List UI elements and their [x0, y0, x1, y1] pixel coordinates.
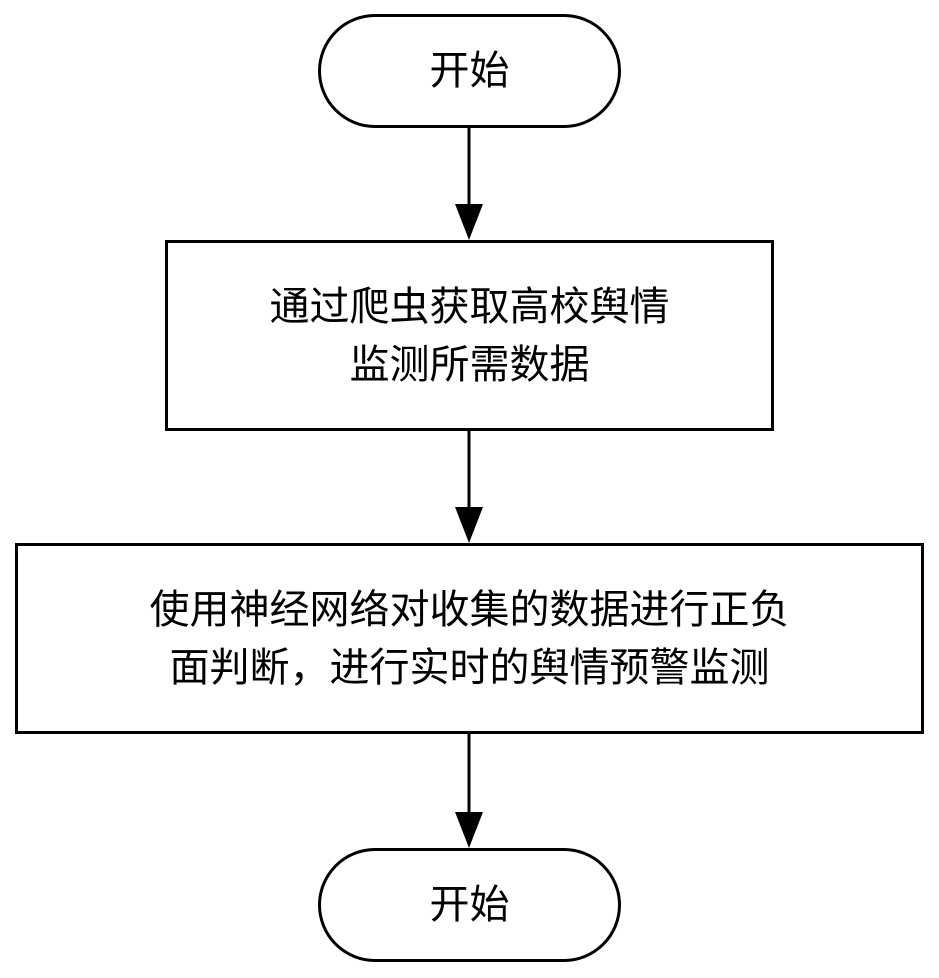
- start-label: 开始: [430, 42, 510, 100]
- arrow-start-to-crawl: [455, 128, 483, 240]
- end-label-line: 开始: [429, 882, 510, 928]
- arrow-analyze-to-end: [455, 734, 483, 848]
- sentiment-analysis-label-line-2: 面判断，进行实时的舆情预警监测: [169, 644, 770, 691]
- end-label: 开始: [430, 876, 510, 934]
- crawl-data-label-line-2: 监测所需数据: [349, 341, 590, 388]
- sentiment-analysis-label: 使用神经网络对收集的数据进行正负 面判断，进行实时的舆情预警监测: [150, 581, 790, 697]
- crawl-data-label-line-1: 通过爬虫获取高校舆情: [269, 283, 670, 330]
- start-label-line: 开始: [429, 48, 510, 94]
- arrow-crawl-to-analyze: [455, 431, 483, 543]
- end-terminal: 开始: [318, 848, 621, 962]
- sentiment-analysis-label-line-1: 使用神经网络对收集的数据进行正负: [149, 586, 790, 633]
- crawl-data-label: 通过爬虫获取高校舆情 监测所需数据: [270, 278, 670, 394]
- crawl-data-process-box: 通过爬虫获取高校舆情 监测所需数据: [165, 240, 774, 431]
- start-terminal: 开始: [318, 14, 621, 128]
- sentiment-analysis-process-box: 使用神经网络对收集的数据进行正负 面判断，进行实时的舆情预警监测: [15, 543, 924, 734]
